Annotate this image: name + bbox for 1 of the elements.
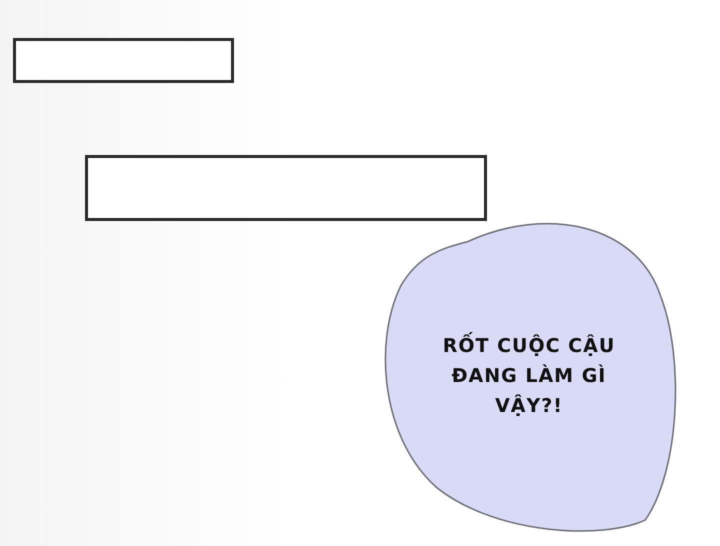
dialogue-text: RỐT CUỘC CẬU ĐANG LÀM GÌ VẬY?! — [434, 331, 624, 421]
